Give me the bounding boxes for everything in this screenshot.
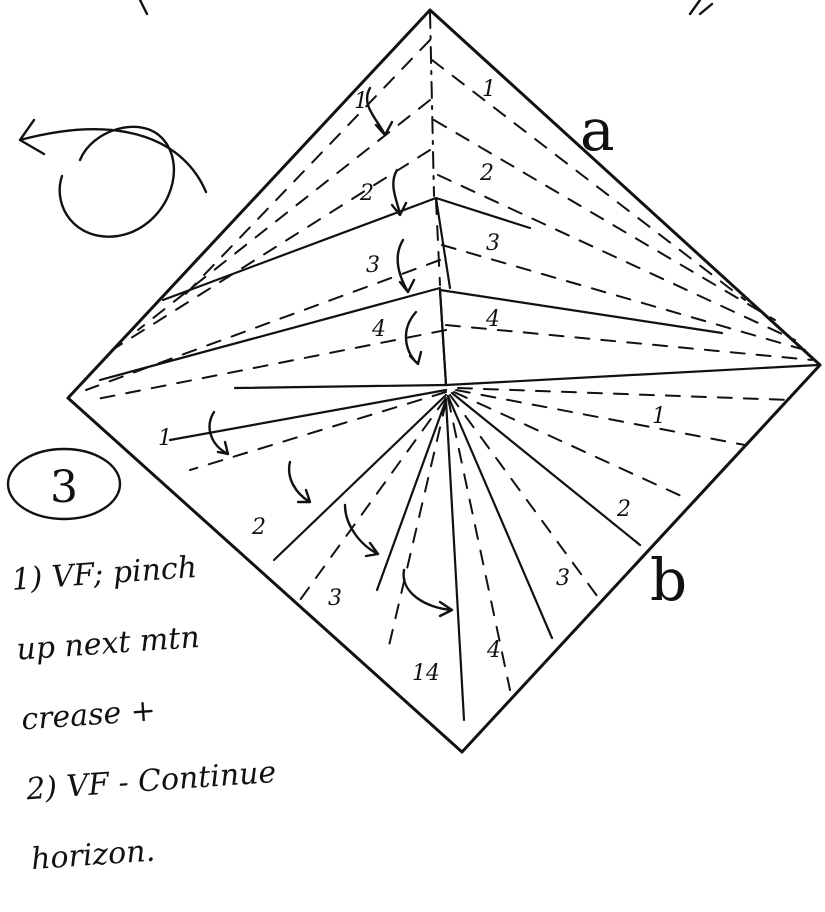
top-stroke-right <box>690 0 712 14</box>
instruction-line-4: 2) VF - Continue <box>25 749 357 807</box>
lower-left-number-1: 1 <box>158 426 172 451</box>
lower-crease-left-6 <box>388 402 446 650</box>
lower-crease-center <box>446 400 464 720</box>
instruction-line-2: up next mtn <box>15 610 347 668</box>
fold-arrow-upper-3 <box>398 240 414 292</box>
lower-crease-right-6 <box>456 390 745 445</box>
corner-label-b: b <box>650 546 687 614</box>
right-fold-upper <box>436 198 530 228</box>
upper-flap-number-3: 3 <box>486 231 500 256</box>
instruction-note: 1) VF; pinch up next mtn crease + 2) VF … <box>8 505 364 912</box>
instruction-line-1: 1) VF; pinch <box>10 540 342 598</box>
upper-crease-1 <box>180 40 430 300</box>
fold-arrow-upper-1 <box>367 88 392 135</box>
rotate-circle <box>60 127 174 237</box>
lower-center-number: 14 <box>412 661 440 686</box>
upper-crease-10 <box>446 325 812 360</box>
fold-arrow-upper-2 <box>392 170 406 215</box>
lower-right-number-1: 1 <box>652 404 666 429</box>
flap-fold-2 <box>100 288 440 380</box>
lower-right-number-3: 3 <box>556 566 570 591</box>
fold-arrow-lower-4 <box>404 570 452 616</box>
flap-edge-left <box>440 290 446 385</box>
upper-sector-number-1: 1 <box>354 89 368 114</box>
upper-crease-5 <box>92 330 446 400</box>
upper-flap-number-4: 4 <box>485 307 500 332</box>
fold-arrow-lower-2 <box>289 462 310 502</box>
rotate-arrow <box>20 120 206 192</box>
upper-sector-number-4: 4 <box>371 317 386 342</box>
lower-right-number-2: 2 <box>616 497 631 522</box>
instruction-line-3: crease + <box>20 680 352 738</box>
upper-flap-number-1: 1 <box>482 77 496 102</box>
upper-sector-number-2: 2 <box>359 181 374 206</box>
upper-crease-4 <box>86 260 440 390</box>
instruction-line-5: horizon. <box>30 819 362 877</box>
step-number: 3 <box>50 462 78 513</box>
corner-label-a: a <box>580 96 615 164</box>
horizontal-fold <box>446 365 818 385</box>
lower-right-number-4: 4 <box>486 638 501 663</box>
horizontal-fold-left <box>235 385 446 388</box>
top-stroke-left <box>140 0 147 14</box>
upper-sector-number-3: 3 <box>366 253 380 278</box>
upper-flap-number-2: 2 <box>479 161 494 186</box>
lower-crease-right-7 <box>458 388 790 400</box>
lower-crease-right-3 <box>450 395 600 600</box>
right-fold-mid <box>440 290 722 333</box>
